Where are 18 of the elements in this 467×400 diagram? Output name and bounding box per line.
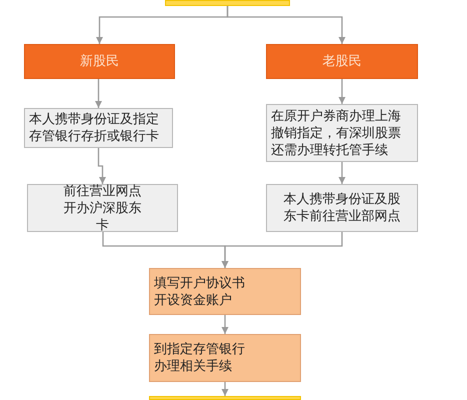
- arrow: [222, 315, 228, 334]
- arrow: [338, 79, 346, 104]
- step-box: [149, 396, 301, 400]
- step-box: 本人携带身份证及指定存管银行存折或银行卡: [24, 108, 173, 148]
- arrow: [95, 79, 102, 108]
- step-box: 本人携带身份证及股东卡前往营业部网点: [266, 184, 418, 232]
- step-box: 前往营业网点开办沪深股东卡: [27, 184, 178, 232]
- arrow: [222, 382, 228, 396]
- step-box: [165, 0, 290, 6]
- arrow: [338, 162, 346, 184]
- arrow: [222, 232, 343, 268]
- step-box: 到指定存管银行办理相关手续: [149, 334, 301, 382]
- group-header-box: 新股民: [24, 44, 175, 79]
- step-box: 填写开户协议书开设资金账户: [149, 268, 301, 315]
- step-box: 在原开户券商办理上海撤销指定，有深圳股票还需办理转托管手续: [266, 104, 418, 162]
- arrow: [226, 6, 346, 44]
- arrow: [98, 148, 106, 184]
- group-header-box: 老股民: [266, 44, 418, 79]
